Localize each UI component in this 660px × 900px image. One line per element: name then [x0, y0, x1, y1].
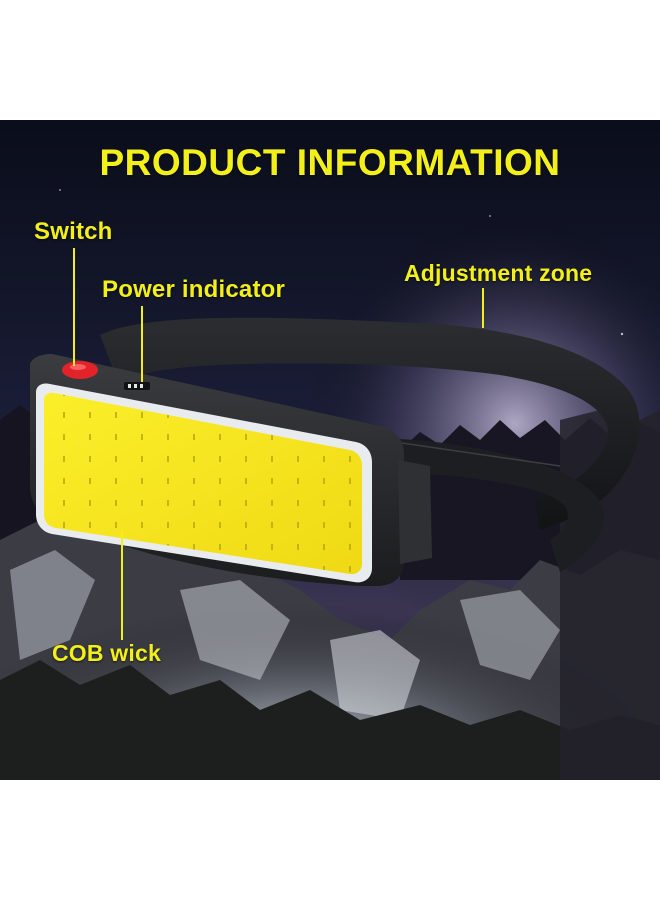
- cob-wick-callout: COB wick: [52, 640, 161, 666]
- foreground-trees: [0, 660, 660, 780]
- headband-strap-back: [100, 317, 640, 530]
- power-indicator-callout: Power indicator: [102, 276, 286, 303]
- switch-callout: Switch: [34, 218, 113, 245]
- switch-leader-line: [73, 248, 75, 366]
- adjustment-zone-callout: Adjustment zone: [404, 260, 593, 286]
- headlamp-scene: [0, 120, 660, 780]
- adjustment-leader-line: [482, 288, 484, 328]
- cob-leader-line: [121, 530, 123, 640]
- headband-strap-front: [380, 438, 605, 572]
- switch-button: [62, 361, 98, 379]
- product-info-panel: PRODUCT INFORMATION Switch Power indicat…: [0, 120, 660, 780]
- power-leader-line: [141, 306, 143, 382]
- strap-clip: [398, 460, 432, 564]
- page-title: PRODUCT INFORMATION: [99, 142, 561, 183]
